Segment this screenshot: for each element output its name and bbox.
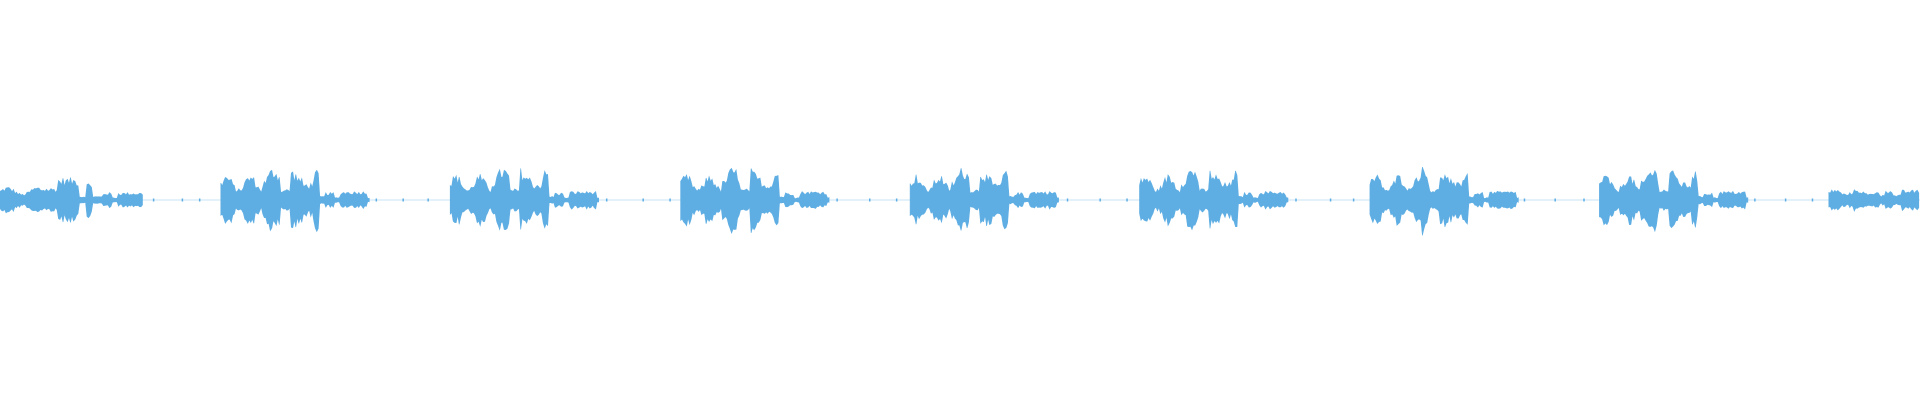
waveform-segment: [1139, 170, 1289, 231]
waveform-segment: [680, 167, 830, 234]
waveform-segment: [220, 169, 370, 233]
waveform-segment: [449, 168, 599, 231]
waveform-segment: [0, 177, 143, 223]
waveform-segment: [909, 168, 1059, 231]
waveform-segment: [1369, 166, 1519, 236]
waveform-quiet-ticks: [152, 198, 1814, 202]
waveform-segments: [0, 166, 1920, 236]
waveform-segment: [1599, 169, 1749, 233]
waveform-segment: [1828, 189, 1920, 212]
